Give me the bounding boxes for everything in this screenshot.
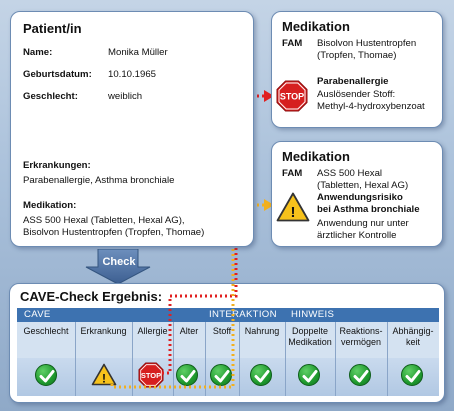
medication-label: Medikation:: [23, 200, 77, 211]
column-separator: [285, 322, 286, 396]
check-icon: [176, 364, 198, 386]
column-geschlecht: Geschlecht: [23, 326, 69, 336]
med2-warning-text: !: [291, 204, 296, 221]
group-interaktion: INTERAKTION: [209, 309, 277, 320]
group-hinweis: HINWEIS: [291, 309, 335, 320]
check-icon: [35, 364, 57, 386]
sex-label: Geschlecht:: [23, 91, 78, 102]
stop-sign-icon: STOP: [276, 80, 308, 112]
column-separator: [335, 322, 336, 396]
column-abhaengigkeit: Abhängig-keit: [392, 326, 434, 347]
dob-label: Geburtsdatum:: [23, 69, 92, 80]
medication-card-ass: Medikation FAM ASS 500 Hexal (Tabletten,…: [271, 141, 443, 247]
med1-fam-label: FAM: [282, 38, 303, 49]
check-icon: [298, 364, 320, 386]
condition-link-arrowhead: [264, 199, 274, 211]
column-separator: [173, 322, 174, 396]
warning-triangle-icon: !: [91, 363, 117, 386]
check-button-label[interactable]: Check: [102, 256, 136, 268]
dob-value: 10.10.1965: [108, 69, 157, 80]
column-separator: [387, 322, 388, 396]
med1-title: Medikation: [282, 19, 350, 34]
patient-title: Patient/in: [23, 21, 82, 36]
allergy-link-arrowhead: [264, 90, 274, 102]
result-stop-text: STOP: [141, 371, 161, 380]
check-icon: [349, 364, 371, 386]
category-header-band: [17, 308, 439, 322]
sex-value: weiblich: [108, 91, 143, 102]
check-arrow-icon[interactable]: [84, 249, 152, 285]
med2-fam-line-1: ASS 500 Hexal: [317, 168, 383, 179]
cave-check-result-card: CAVE-Check Ergebnis: CAVE INTERAKTION HI…: [9, 283, 445, 403]
name-value: Monika Müller: [108, 47, 168, 58]
column-alter: Alter: [179, 326, 199, 336]
conditions-label: Erkrankungen:: [23, 160, 91, 171]
column-reaktionsvermoegen: Reaktions-vermögen: [339, 326, 383, 347]
med1-fam-line-2: (Tropfen, Thomae): [317, 50, 397, 61]
column-nahrung: Nahrung: [244, 326, 280, 336]
med2-warning-title-1: Anwendungsrisiko: [317, 192, 403, 203]
med2-fam-label: FAM: [282, 168, 303, 179]
med1-stop-text: STOP: [280, 92, 304, 102]
med1-warning-title: Parabenallergie: [317, 76, 389, 87]
medication-line-2: Bisolvon Hustentropfen (Tropfen, Thomae): [23, 227, 205, 238]
stop-sign-icon: STOP: [138, 362, 164, 388]
condition-link-line: [110, 283, 235, 389]
med1-warning-line-1: Auslösender Stoff:: [317, 89, 396, 100]
med2-title: Medikation: [282, 149, 350, 164]
med2-warning-line-1: Anwendung nur unter: [317, 218, 409, 229]
allergy-link-line: [170, 283, 238, 298]
check-icon: [401, 364, 423, 386]
conditions-value: Parabenallergie, Asthma bronchiale: [23, 175, 175, 186]
column-erkrankung: Erkrankung: [80, 326, 127, 336]
med1-fam-line-1: Bisolvon Hustentropfen: [317, 38, 417, 49]
column-separator: [75, 322, 76, 396]
patient-card: Patient/in Name: Monika Müller Geburtsda…: [10, 11, 254, 247]
column-separator: [205, 322, 206, 396]
column-separator: [132, 322, 133, 396]
medication-card-bisolvon: Medikation FAM Bisolvon Hustentropfen (T…: [271, 11, 443, 128]
column-allergie: Allergie: [137, 326, 168, 336]
warning-triangle-icon: !: [276, 192, 310, 222]
result-warning-text: !: [102, 372, 106, 386]
result-title: CAVE-Check Ergebnis:: [20, 289, 163, 304]
med1-warning-line-2: Methyl-4-hydroxybenzoat: [317, 101, 425, 112]
allergy-link-line: [162, 296, 172, 375]
med2-fam-line-2: (Tabletten, Hexal AG): [317, 180, 409, 191]
column-label-row: [17, 322, 439, 358]
medication-line-1: ASS 500 Hexal (Tabletten, Hexal AG),: [23, 215, 185, 226]
column-stoff: Stoff: [212, 326, 232, 336]
column-separator: [239, 322, 240, 396]
check-icon: [250, 364, 272, 386]
med2-warning-title-2: bei Asthma bronchiale: [317, 204, 420, 215]
med2-warning-line-2: ärztlicher Kontrolle: [317, 230, 397, 241]
name-label: Name:: [23, 47, 53, 58]
group-cave: CAVE: [24, 309, 51, 320]
